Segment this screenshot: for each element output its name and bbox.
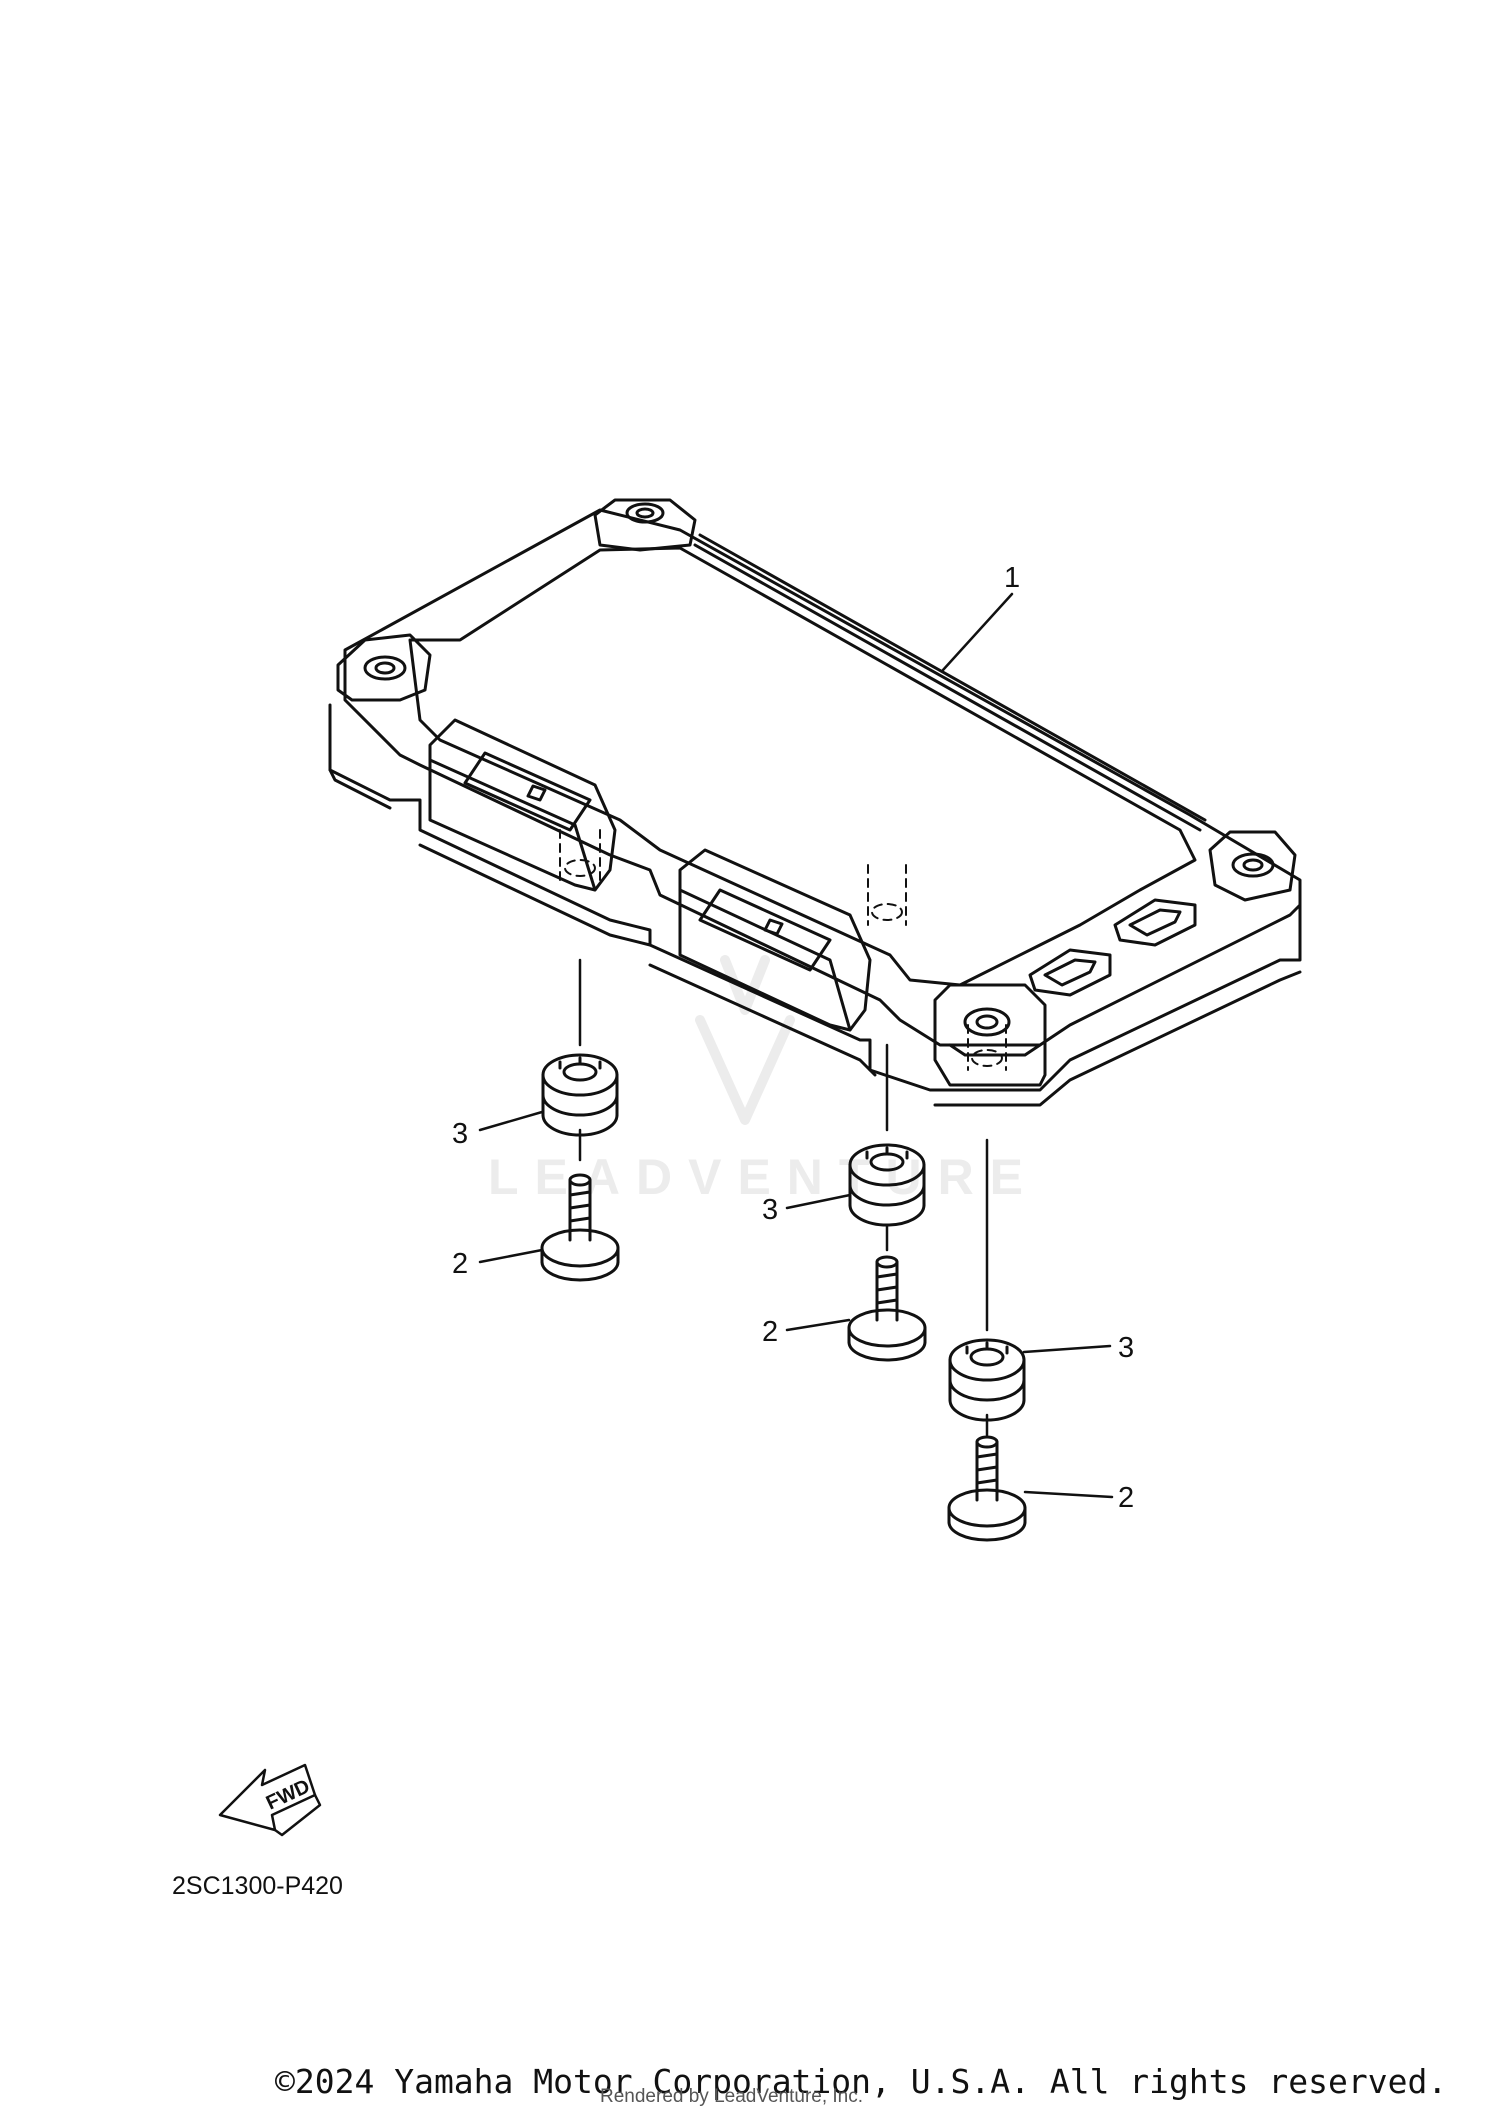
grommet-right: [948, 1338, 1026, 1422]
button-right: [1113, 898, 1197, 947]
screw-left: [540, 1173, 620, 1282]
leader-2-right: [1023, 1490, 1114, 1499]
callout-screw-right: 2: [1118, 1482, 1135, 1514]
watermark-logo: [695, 955, 795, 1125]
mount-boss-front: [933, 983, 1047, 1087]
leader-2-middle: [785, 1318, 851, 1332]
screw-right: [947, 1435, 1027, 1542]
mount-boss-top: [593, 498, 697, 552]
fwd-arrow-icon: FWD: [218, 1763, 322, 1837]
mount-block-left: [428, 718, 617, 892]
callout-meter-assembly: 1: [1004, 562, 1021, 594]
screw-middle: [847, 1255, 927, 1362]
callout-grommet-middle: 3: [762, 1194, 779, 1226]
leader-3-right: [1022, 1344, 1112, 1354]
display-top-face: [343, 508, 1302, 1047]
leader-3-left: [478, 1110, 544, 1132]
button-left: [1028, 948, 1112, 997]
display-window: [408, 546, 1197, 987]
grommet-left: [541, 1053, 619, 1137]
leader-3-middle: [785, 1193, 852, 1210]
leader-1: [941, 592, 1014, 672]
callout-grommet-right: 3: [1118, 1332, 1135, 1364]
meter-assembly: [328, 498, 1302, 1107]
leader-lines: [478, 592, 1114, 1499]
callout-screw-middle: 2: [762, 1316, 779, 1348]
rendered-by-notice: Rendered by LeadVenture, Inc.: [600, 2086, 864, 2107]
watermark-text: LEADVENTURE: [488, 1149, 1040, 1205]
copyright-notice: ©2024 Yamaha Motor Corporation, U.S.A. A…: [275, 2062, 1448, 2101]
drawing-code: 2SC1300-P420: [172, 1872, 343, 1900]
mount-boss-left: [336, 633, 432, 702]
callout-screw-left: 2: [452, 1248, 469, 1280]
mount-block-middle: [678, 848, 872, 1032]
leader-2-left: [478, 1248, 544, 1264]
grommet-middle: [848, 1143, 926, 1227]
mount-boss-right: [1208, 830, 1297, 902]
callout-grommet-left: 3: [452, 1118, 469, 1150]
